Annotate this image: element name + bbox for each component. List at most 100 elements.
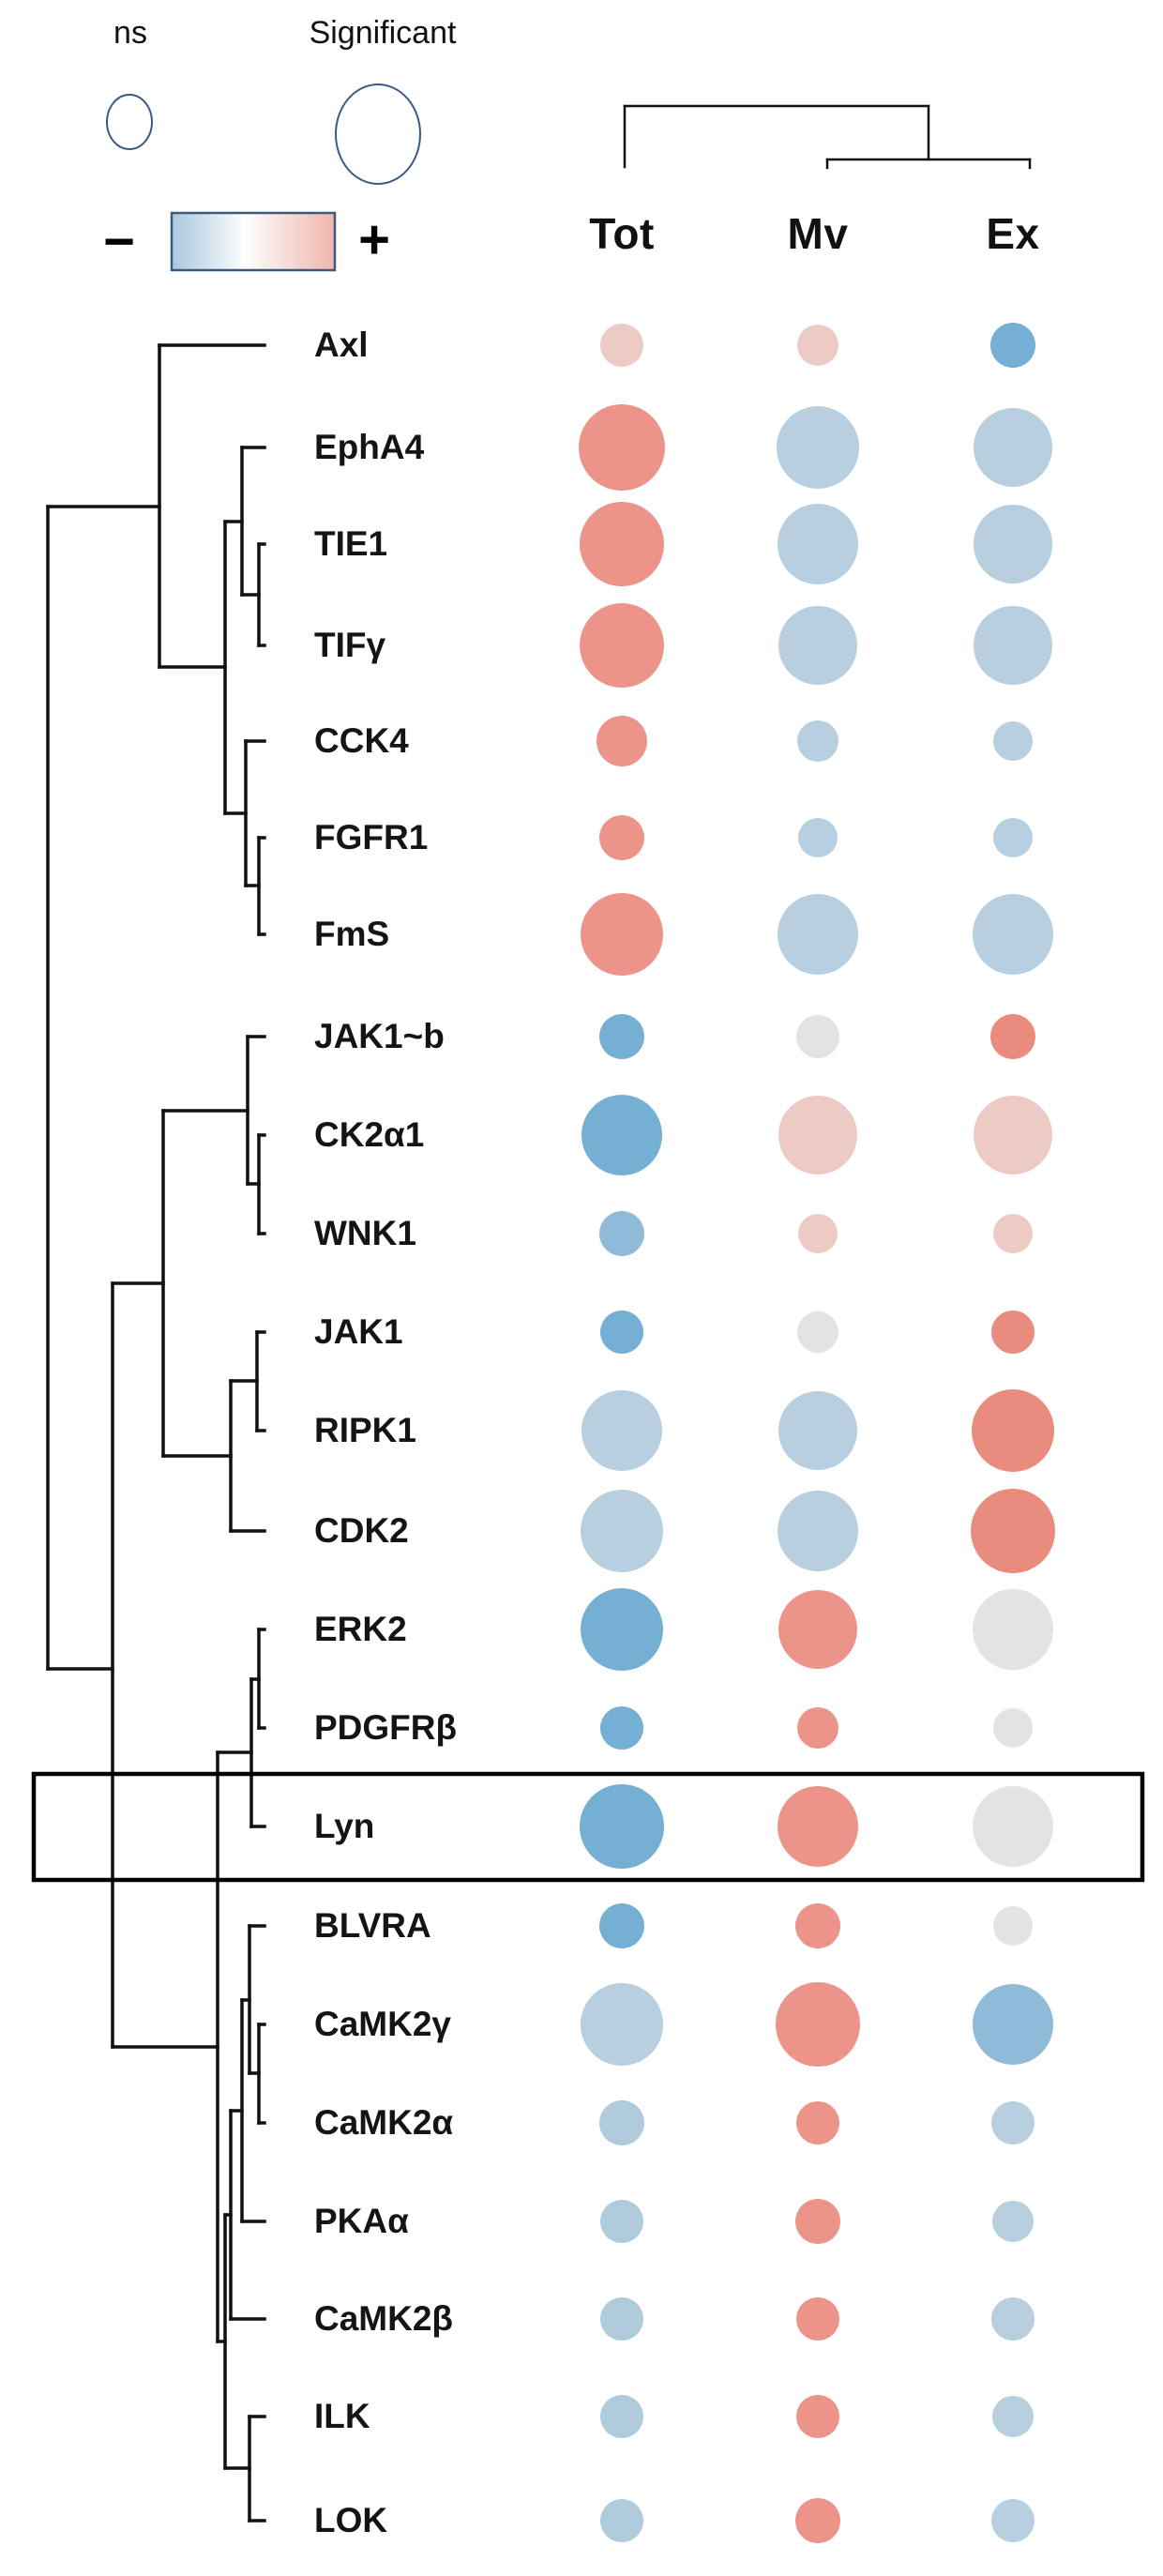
bubble-TIE1-tot <box>580 502 664 586</box>
bubble-CDK2-ex <box>971 1489 1055 1573</box>
bubble-EphA4-ex <box>974 408 1052 487</box>
column-header-mv: Mv <box>787 209 849 258</box>
row-label-ERK2: ERK2 <box>314 1610 407 1648</box>
highlighted-row-box <box>31 1771 1145 1883</box>
row-label-CCK4: CCK4 <box>314 721 409 760</box>
row-label-JAK1: JAK1 <box>314 1312 403 1351</box>
bubble-CDK2-mv <box>778 1491 858 1571</box>
row-label-TIFγ: TIFγ <box>314 626 386 664</box>
bubble-FmS-ex <box>973 894 1053 975</box>
colorbar-gradient <box>170 211 337 272</box>
bubble-BLVRA-mv <box>795 1903 840 1948</box>
row-label-CaMK2β: CaMK2β <box>314 2299 453 2338</box>
bubble-WNK1-tot <box>599 1211 644 1256</box>
bubble-CaMK2α-mv <box>796 2101 839 2144</box>
highlight-box-rect <box>31 1771 1145 1883</box>
bubble-WNK1-mv <box>798 1214 838 1253</box>
bubble-CaMK2α-ex <box>991 2101 1035 2144</box>
bubble-PKAα-ex <box>992 2201 1034 2242</box>
bubble-JAK1~b-mv <box>796 1015 839 1058</box>
bubble-CK2α1-tot <box>582 1095 662 1175</box>
bubble-LOK-tot <box>600 2499 643 2542</box>
bubble-JAK1-ex <box>991 1311 1035 1354</box>
row-label-LOK: LOK <box>314 2501 388 2539</box>
bubble-JAK1~b-tot <box>599 1014 644 1059</box>
bubble-PDGFRβ-ex <box>993 1708 1033 1748</box>
bubble-Lyn-ex <box>973 1786 1053 1867</box>
bubble-CaMK2β-tot <box>600 2297 643 2341</box>
bubble-TIE1-mv <box>778 504 858 584</box>
bubble-JAK1-tot <box>600 1311 643 1354</box>
bubble-CCK4-ex <box>993 721 1033 761</box>
row-label-PDGFRβ: PDGFRβ <box>314 1708 458 1747</box>
bubble-JAK1-mv <box>797 1311 838 1353</box>
bubble-JAK1~b-ex <box>990 1014 1035 1059</box>
column-header-tot: Tot <box>589 209 655 258</box>
row-label-Lyn: Lyn <box>314 1807 375 1845</box>
bubble-LOK-ex <box>991 2499 1035 2542</box>
bubble-TIFγ-ex <box>974 606 1052 685</box>
bubble-Axl-mv <box>797 325 838 366</box>
bubble-PKAα-mv <box>795 2199 840 2244</box>
bubble-PDGFRβ-tot <box>600 1706 643 1750</box>
bubble-PDGFRβ-mv <box>797 1707 838 1749</box>
bubble-RIPK1-ex <box>972 1389 1054 1472</box>
row-label-ILK: ILK <box>314 2397 370 2435</box>
bubble-ERK2-ex <box>973 1589 1053 1670</box>
column-header-ex: Ex <box>986 209 1040 258</box>
row-label-JAK1~b: JAK1~b <box>314 1017 445 1055</box>
bubble-WNK1-ex <box>993 1214 1033 1253</box>
bubble-ERK2-tot <box>581 1588 663 1671</box>
bubble-RIPK1-mv <box>778 1391 857 1470</box>
legend-significant-label: Significant <box>309 15 457 51</box>
bubble-FmS-tot <box>581 893 663 976</box>
bubble-ERK2-mv <box>778 1590 857 1669</box>
bubble-Axl-ex <box>990 323 1035 368</box>
bubble-LOK-mv <box>795 2498 840 2543</box>
bubble-EphA4-tot <box>579 404 665 491</box>
row-label-FmS: FmS <box>314 915 390 953</box>
bubble-CaMK2α-tot <box>599 2100 644 2145</box>
bubble-matrix <box>579 323 1055 2543</box>
row-label-WNK1: WNK1 <box>314 1214 416 1252</box>
bubble-CaMK2γ-ex <box>973 1984 1053 2065</box>
legend-ns-label: ns <box>113 15 147 51</box>
row-label-CK2α1: CK2α1 <box>314 1115 425 1154</box>
bubble-PKAα-tot <box>600 2200 643 2243</box>
row-label-BLVRA: BLVRA <box>314 1906 431 1945</box>
bubble-EphA4-mv <box>777 406 859 489</box>
bubble-Lyn-mv <box>778 1786 858 1867</box>
legend-significant-circle <box>335 83 421 185</box>
row-label-CaMK2γ: CaMK2γ <box>314 2005 451 2043</box>
bubble-CDK2-tot <box>581 1490 663 1572</box>
row-label-RIPK1: RIPK1 <box>314 1411 416 1449</box>
bubble-ILK-tot <box>600 2395 643 2438</box>
row-label-EphA4: EphA4 <box>314 428 425 466</box>
colorbar-minus-label: − <box>103 211 135 272</box>
bubble-CaMK2β-mv <box>796 2297 839 2341</box>
legend-ns-circle <box>106 94 153 150</box>
bubble-CK2α1-ex <box>974 1096 1052 1174</box>
bubble-CaMK2γ-mv <box>776 1982 860 2067</box>
bubble-TIE1-ex <box>974 505 1052 583</box>
bubble-FGFR1-mv <box>798 818 838 857</box>
row-label-TIE1: TIE1 <box>314 524 388 563</box>
colorbar-plus-label: + <box>358 209 390 270</box>
bubble-TIFγ-mv <box>778 606 857 685</box>
bubble-FGFR1-tot <box>599 815 644 860</box>
bubble-TIFγ-tot <box>580 603 664 688</box>
row-label-PKAα: PKAα <box>314 2202 409 2240</box>
bubble-Axl-tot <box>600 324 643 367</box>
bubble-CCK4-tot <box>597 716 647 766</box>
bubble-RIPK1-tot <box>582 1390 662 1471</box>
bubble-FmS-mv <box>778 894 858 975</box>
bubble-CCK4-mv <box>797 720 838 762</box>
bubble-CaMK2γ-tot <box>581 1983 663 2066</box>
column-dendrogram <box>623 104 1032 170</box>
bubble-ILK-ex <box>992 2396 1034 2437</box>
bubble-ILK-mv <box>796 2395 839 2438</box>
bubble-CK2α1-mv <box>778 1096 857 1174</box>
row-dendrogram <box>46 343 266 2523</box>
